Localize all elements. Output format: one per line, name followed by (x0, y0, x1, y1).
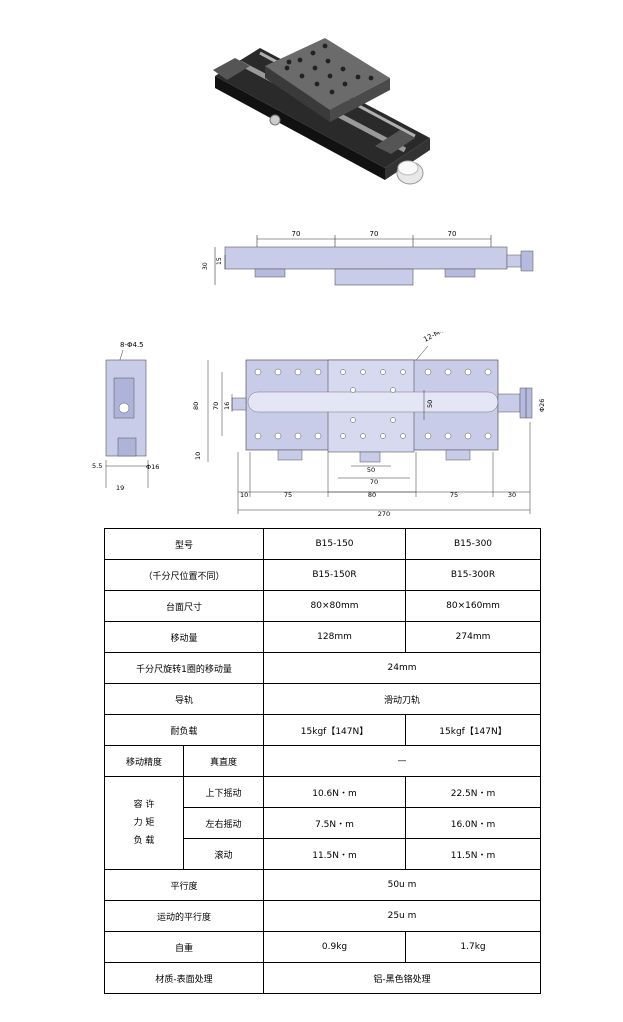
bottom-dim-30: 30 (508, 491, 516, 499)
end-view-drawing: 8-Φ4.5 5.5 19 Φ16 (92, 341, 159, 492)
cell: 1.7kg (405, 931, 542, 963)
row-label: 自重 (103, 931, 265, 963)
row-group-label: 容 许 力 矩 负 载 (104, 776, 184, 870)
cell: B15-150R (263, 559, 407, 591)
row-sublabel: 上下摇动 (182, 776, 265, 808)
top-dim-10: 10 (194, 452, 202, 460)
table-row: 平行度 50u m (103, 869, 542, 901)
side-dim-3: 70 (448, 230, 457, 238)
table-row: 耐负载 15kgf【147N】 15kgf【147N】 (103, 714, 542, 746)
top-view-drawing: 12-M4深6 80 70 16 10 50 Φ26 50 70 10 7 (192, 332, 546, 518)
row-label: 运动的平行度 (103, 900, 265, 932)
product-photo (213, 38, 430, 185)
cell: 11.5N・m (405, 838, 542, 870)
cell: B15-300 (405, 528, 542, 560)
table-row: 导轨 滑动刀轨 (103, 683, 542, 715)
row-label: 平行度 (103, 869, 265, 901)
cell: B15-150 (263, 528, 407, 560)
table-row: （千分尺位置不同） B15-150R B15-300R (103, 559, 542, 591)
left-dim-5-5: 5.5 (92, 462, 102, 470)
side-view-drawing: 70 70 70 30 15 (202, 230, 534, 286)
cell: 0.9kg (263, 931, 407, 963)
bottom-dim-75b: 75 (450, 491, 458, 499)
table-row: 型号 B15-150 B15-300 (103, 528, 542, 560)
left-hole-label: 8-Φ4.5 (120, 341, 144, 349)
row-label: 台面尺寸 (103, 590, 265, 622)
table-row: 千分尺旋转1圈的移动量 24mm (103, 652, 542, 684)
side-dim-1: 70 (292, 230, 301, 238)
side-dim-2: 70 (370, 230, 379, 238)
cell: 15kgf【147N】 (405, 714, 542, 746)
table-row: 台面尺寸 80×80mm 80×160mm (103, 590, 542, 622)
top-dim-50: 50 (426, 400, 434, 408)
row-label: （千分尺位置不同） (103, 559, 265, 591)
row-label: 导轨 (103, 683, 265, 715)
row-label: 移动量 (103, 621, 265, 653)
table-row: 自重 0.9kg 1.7kg (103, 931, 542, 963)
table-row: 滚动 11.5N・m 11.5N・m (105, 838, 542, 870)
side-height-30: 30 (202, 262, 209, 270)
cell: 滑动刀轨 (263, 683, 542, 715)
row-label: 材质-表面处理 (103, 962, 265, 994)
table-row: 运动的平行度 25u m (103, 900, 542, 932)
mid-dim-70: 70 (370, 478, 378, 486)
left-dim-phi16: Φ16 (146, 463, 159, 471)
cell: 11.5N・m (263, 838, 407, 870)
cell: 274mm (405, 621, 542, 653)
row-sublabel: 滚动 (182, 838, 265, 870)
top-dim-70: 70 (212, 402, 220, 410)
cell: 15kgf【147N】 (263, 714, 407, 746)
bottom-dim-80: 80 (368, 491, 376, 499)
bottom-dim-10: 10 (240, 491, 248, 499)
top-dim-16: 16 (223, 402, 231, 410)
cell: 10.6N・m (263, 776, 407, 808)
cell: 80×160mm (405, 590, 542, 622)
spec-table: 型号 B15-150 B15-300 （千分尺位置不同） B15-150R B1… (103, 528, 542, 994)
cell: 7.5N・m (263, 807, 407, 839)
top-dim-80: 80 (192, 402, 200, 410)
cell: 80×80mm (263, 590, 407, 622)
row-sublabel: 左右摇动 (182, 807, 265, 839)
row-label-model: 型号 (103, 528, 265, 560)
table-row: 材质-表面处理 铝-黑色铬处理 (103, 962, 542, 994)
table-row: 移动精度 真直度 — (104, 745, 542, 777)
row-label: 耐负载 (103, 714, 265, 746)
cell: 22.5N・m (405, 776, 542, 808)
cell: — (263, 745, 542, 777)
cell: 25u m (263, 900, 542, 932)
cell: 16.0N・m (405, 807, 542, 839)
left-dim-19: 19 (116, 484, 124, 492)
row-label: 千分尺旋转1圈的移动量 (103, 652, 265, 684)
cell: B15-300R (405, 559, 542, 591)
bottom-dim-75a: 75 (284, 491, 292, 499)
row-sublabel: 真直度 (182, 745, 265, 777)
table-row: 容 许 力 矩 负 载 上下摇动 10.6N・m 22.5N・m (104, 776, 542, 870)
cell: 24mm (263, 652, 542, 684)
cell: 铝-黑色铬处理 (263, 962, 542, 994)
mid-dim-50: 50 (367, 466, 375, 474)
knob-dia: Φ26 (538, 399, 546, 412)
table-row: 移动量 128mm 274mm (103, 621, 542, 653)
bottom-dim-total: 270 (378, 510, 390, 518)
table-row: 左右摇动 7.5N・m 16.0N・m (105, 807, 542, 839)
row-label: 移动精度 (104, 745, 184, 777)
side-height-15: 15 (216, 257, 223, 265)
cell: 128mm (263, 621, 407, 653)
hole-callout: 12-M4深6 (422, 332, 456, 344)
cell: 50u m (263, 869, 542, 901)
